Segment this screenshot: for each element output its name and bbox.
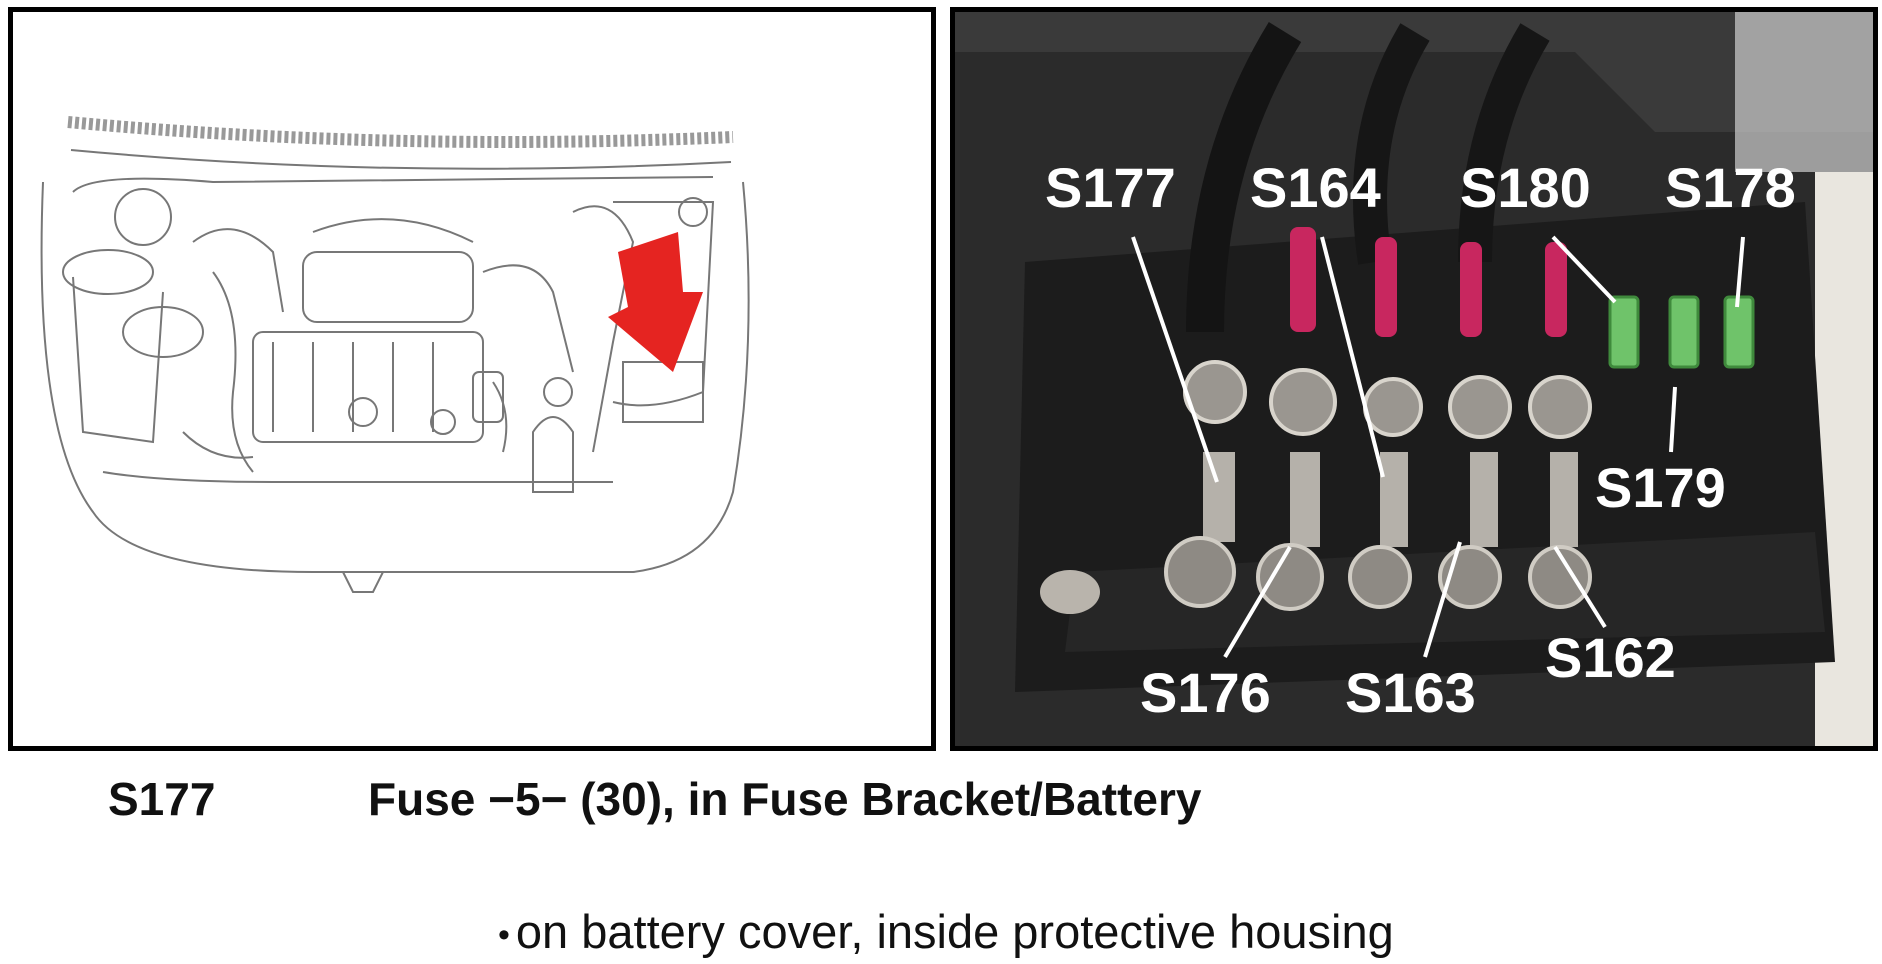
label-s163: S163: [1345, 661, 1476, 724]
label-s179: S179: [1595, 456, 1726, 519]
label-s164: S164: [1250, 156, 1381, 219]
component-description: Fuse −5− (30), in Fuse Bracket/Battery: [368, 773, 1202, 825]
fuse-bracket-photo: S177 S164 S180 S178 S179 S176 S163 S162: [950, 7, 1878, 751]
fuse-bracket-illustration: S177 S164 S180 S178 S179 S176 S163 S162: [955, 12, 1873, 746]
label-s178: S178: [1665, 156, 1796, 219]
location-arrow: [608, 232, 703, 372]
label-s176: S176: [1140, 661, 1271, 724]
engine-bay-drawing: [8, 7, 936, 751]
label-s162: S162: [1545, 626, 1676, 689]
location-note-text: on battery cover, inside protective hous…: [515, 905, 1394, 958]
component-code: S177: [108, 773, 216, 825]
engine-bay-illustration: [40, 116, 750, 593]
label-s180: S180: [1460, 156, 1591, 219]
label-s177: S177: [1045, 156, 1176, 219]
bullet-icon: •: [498, 916, 510, 955]
location-note: •on battery cover, inside protective hou…: [498, 904, 1394, 959]
